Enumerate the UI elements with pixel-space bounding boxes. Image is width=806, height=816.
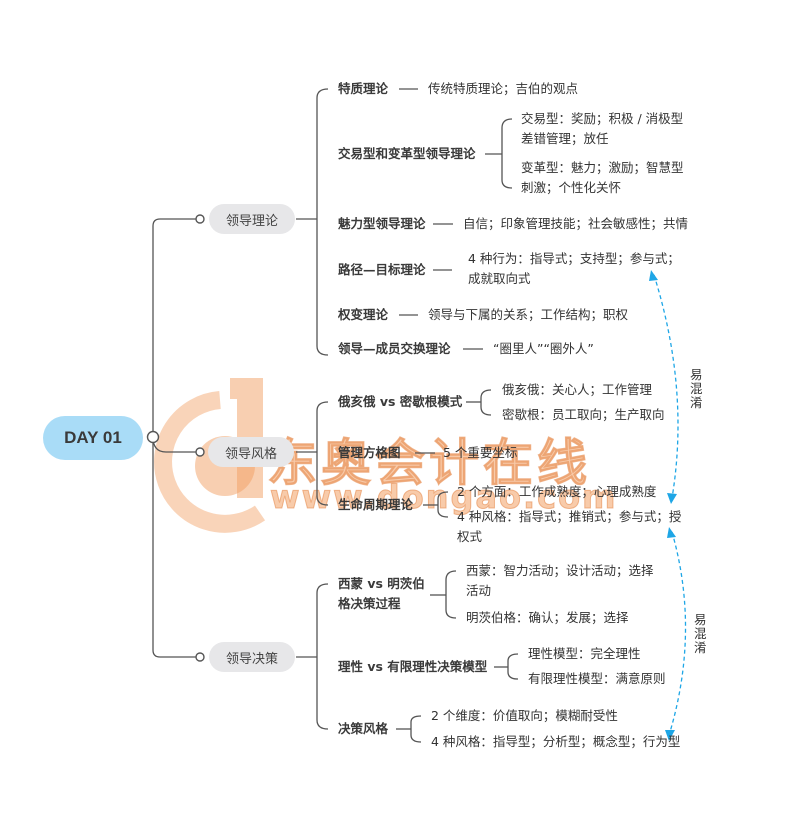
topic-life-cycle[interactable]: 生命周期理论 — [338, 497, 414, 512]
topic-ohio-michigan[interactable]: 俄亥俄 vs 密歇根模式 — [338, 394, 463, 409]
detail-decision-dimensions: 2 个维度：价值取向；模糊耐受性 — [431, 708, 618, 723]
detail-rational: 理性模型：完全理性 — [528, 646, 641, 661]
annotation-easily-confused-2: 易混淆 — [694, 612, 707, 655]
topic-contingency[interactable]: 权变理论 — [338, 307, 389, 322]
detail-path-goal: 4 种行为：指导式；支持型；参与式；成就取向式 — [468, 251, 680, 286]
topic-managerial-grid[interactable]: 管理方格图 — [338, 445, 401, 460]
detail-charismatic: 自信；印象管理技能；社会敏感性；共情 — [463, 216, 689, 231]
topic-rational-bounded[interactable]: 理性 vs 有限理性决策模型 — [338, 659, 488, 674]
detail-transactional: 交易型：奖励；积极 / 消极型差错管理；放任 — [521, 111, 684, 146]
annotation-easily-confused-1: 易混淆 — [690, 367, 703, 410]
detail-managerial-grid: 5 个重要坐标 — [443, 445, 518, 460]
topic-transactional-transformational[interactable]: 交易型和变革型领导理论 — [338, 146, 476, 161]
detail-simon: 西蒙：智力活动；设计活动；选择活动 — [466, 563, 654, 598]
detail-decision-styles: 4 种风格：指导型；分析型；概念型；行为型 — [431, 734, 681, 749]
topic-decision-style[interactable]: 决策风格 — [338, 721, 389, 736]
detail-mintzberg: 明茨伯格：确认；发展；选择 — [466, 610, 629, 625]
branch-leadership-decision[interactable]: 领导决策 — [209, 642, 295, 672]
detail-bounded: 有限理性模型：满意原则 — [528, 671, 666, 686]
topic-charismatic[interactable]: 魅力型领导理论 — [338, 216, 426, 231]
topic-simon-mintzberg[interactable]: 西蒙 vs 明茨伯格决策过程 — [338, 576, 425, 611]
detail-life-cycle-aspects: 2 个方面：工作成熟度；心理成熟度 — [457, 484, 657, 499]
root-node[interactable]: DAY 01 — [43, 416, 143, 460]
detail-trait-theory: 传统特质理论；吉伯的观点 — [428, 81, 579, 96]
detail-michigan: 密歇根：员工取向；生产取向 — [502, 407, 665, 422]
detail-transformational: 变革型：魅力；激励；智慧型刺激；个性化关怀 — [521, 160, 684, 195]
topic-path-goal[interactable]: 路径—目标理论 — [338, 262, 426, 277]
detail-life-cycle-styles: 4 种风格：指导式；推销式；参与式；授权式 — [457, 509, 682, 544]
branch-leadership-style[interactable]: 领导风格 — [208, 437, 294, 467]
branch-leadership-theory[interactable]: 领导理论 — [209, 204, 295, 234]
topic-lmx[interactable]: 领导—成员交换理论 — [338, 341, 451, 356]
detail-ohio: 俄亥俄：关心人；工作管理 — [502, 382, 653, 397]
topic-trait-theory[interactable]: 特质理论 — [338, 81, 389, 96]
detail-contingency: 领导与下属的关系；工作结构；职权 — [428, 307, 629, 322]
detail-lmx: “圈里人”“圈外人” — [493, 341, 594, 356]
